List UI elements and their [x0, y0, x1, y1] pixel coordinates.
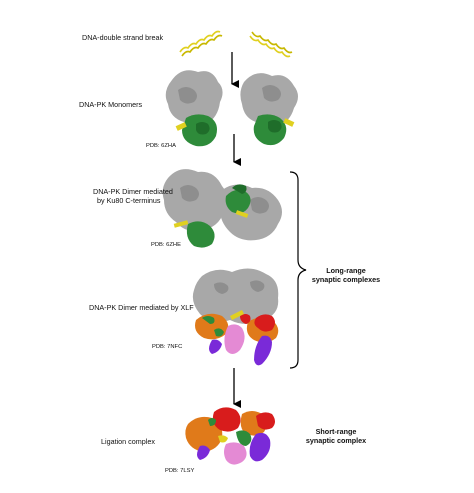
ligation-complex	[185, 407, 275, 465]
label-xlf: DNA-PK Dimer mediated by XLF	[89, 303, 194, 312]
label-long-range-line2: synaptic complexes	[311, 275, 381, 284]
label-ligation: Ligation complex	[101, 437, 155, 446]
label-ku80-line1: DNA-PK Dimer mediated	[93, 187, 173, 196]
label-short-range: Short-range synaptic complex	[296, 427, 376, 445]
label-ku80-line2: by Ku80 C-terminus	[97, 196, 161, 205]
label-monomers: DNA-PK Monomers	[79, 100, 143, 109]
label-short-range-line1: Short-range	[315, 427, 357, 436]
pdb-monomers: PDB: 6ZHA	[146, 143, 176, 149]
dnapk-monomer-left	[165, 70, 223, 147]
label-dsb: DNA-double strand break	[82, 33, 164, 42]
pdb-ku80: PDB: 6ZHE	[151, 242, 181, 248]
dna-helix-right	[249, 31, 293, 58]
pdb-xlf: PDB: 7NFC	[152, 344, 183, 350]
pdb-ligation: PDB: 7LSY	[165, 468, 195, 474]
dnapk-dimer-xlf	[192, 268, 279, 366]
dna-helix-left	[179, 30, 223, 57]
long-range-bracket	[289, 171, 307, 369]
dnapk-dimer-ku80	[162, 169, 282, 248]
label-long-range-line1: Long-range	[326, 266, 366, 275]
label-long-range: Long-range synaptic complexes	[306, 266, 386, 284]
dnapk-monomer-right	[240, 73, 298, 146]
label-short-range-line2: synaptic complex	[305, 436, 367, 445]
